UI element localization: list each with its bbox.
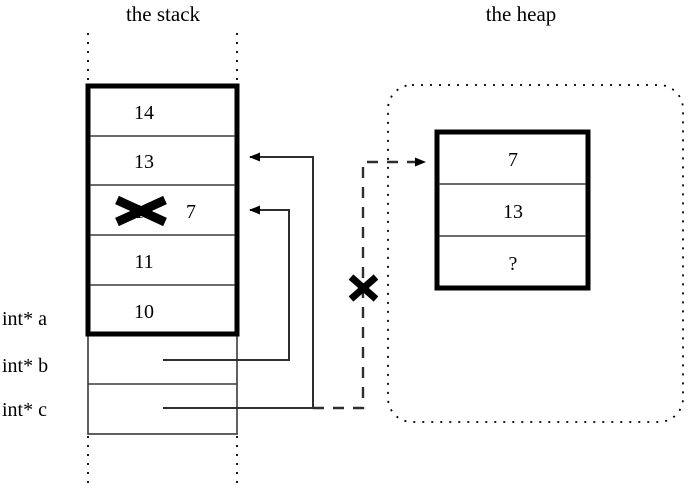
broken-pointer-x-icon bbox=[348, 274, 379, 302]
stack-var-label-c: int* c bbox=[2, 399, 47, 421]
heap-cell-value-0: 7 bbox=[508, 149, 518, 171]
stack-title: the stack bbox=[126, 2, 201, 26]
stack-frame-box bbox=[85, 83, 240, 337]
stack-cell-value-0: 14 bbox=[134, 102, 154, 124]
heap-cell-value-2: ? bbox=[509, 253, 518, 275]
heap-cell-value-1: 13 bbox=[503, 201, 523, 223]
stack-cell-value-2-new: 7 bbox=[186, 201, 196, 223]
heap-pointer-dashed-arrow bbox=[313, 157, 426, 410]
heap-block-box bbox=[434, 129, 591, 291]
stack-var-label-b: int* b bbox=[2, 355, 48, 377]
heap-title: the heap bbox=[486, 2, 557, 26]
stack-var-label-a: int* a bbox=[2, 308, 47, 330]
stack-cell-value-1: 13 bbox=[134, 151, 154, 173]
pointer-c-arrow bbox=[163, 152, 314, 409]
stack-cell-value-4: 10 bbox=[134, 301, 154, 323]
pointer-b-arrow bbox=[163, 205, 290, 361]
stack-cell-value-3: 11 bbox=[134, 251, 153, 273]
struck-value-x-icon bbox=[115, 195, 167, 227]
